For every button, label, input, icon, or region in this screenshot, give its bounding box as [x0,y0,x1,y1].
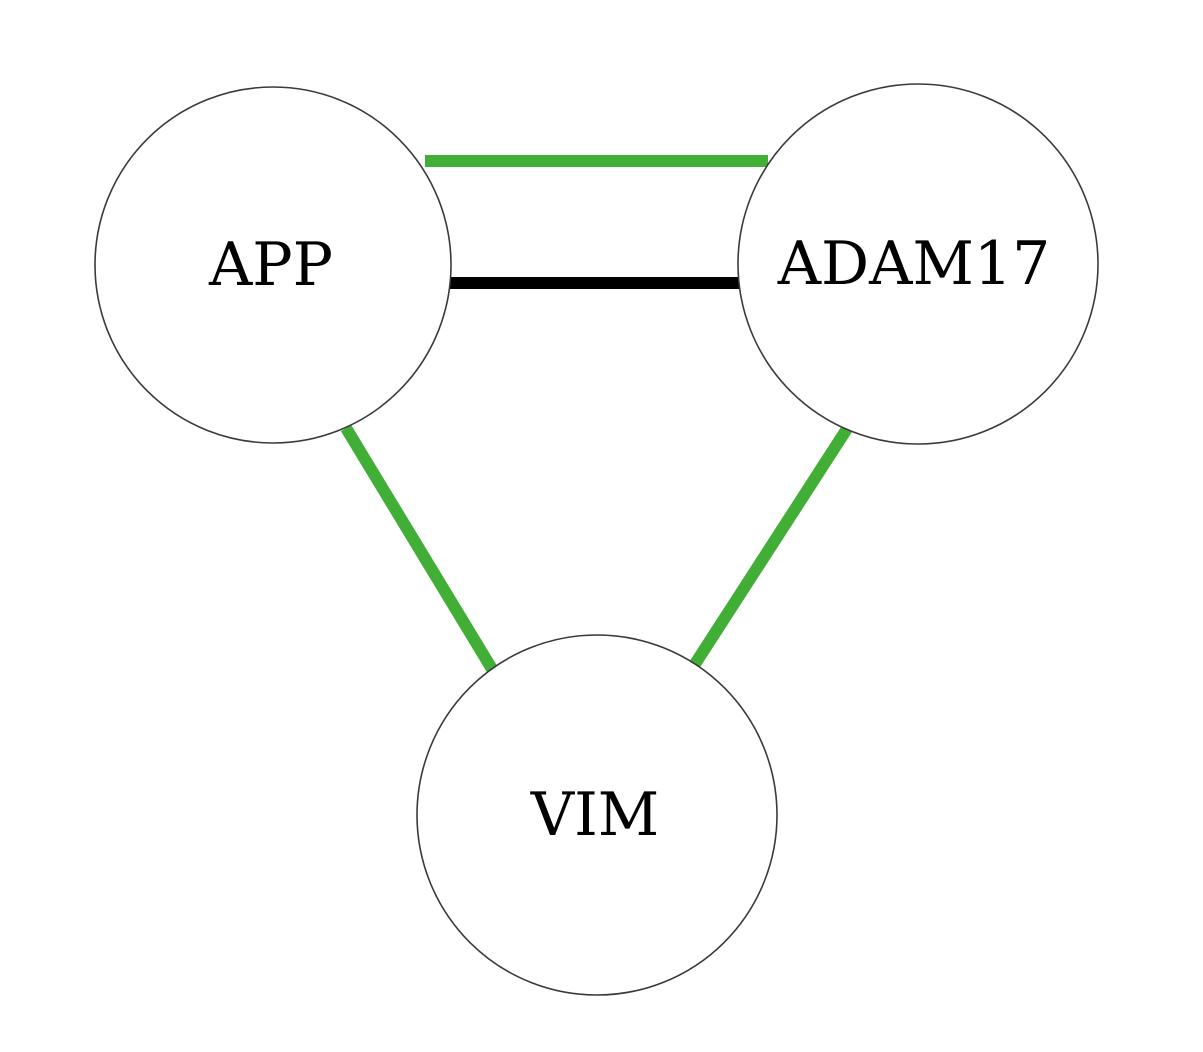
edge-app-vim [340,424,498,673]
node-adam17: ADAM17 [737,83,1099,445]
node-vim-circle [416,634,778,996]
node-adam17-circle [737,83,1099,445]
node-vim: VIM [416,634,778,996]
edge-adam17-vim [689,417,858,668]
node-adam17-label: ADAM17 [777,229,1051,299]
node-vim-label: VIM [530,780,659,850]
node-app: APP [94,86,452,444]
node-app-label: APP [208,230,333,300]
node-app-circle [94,86,452,444]
